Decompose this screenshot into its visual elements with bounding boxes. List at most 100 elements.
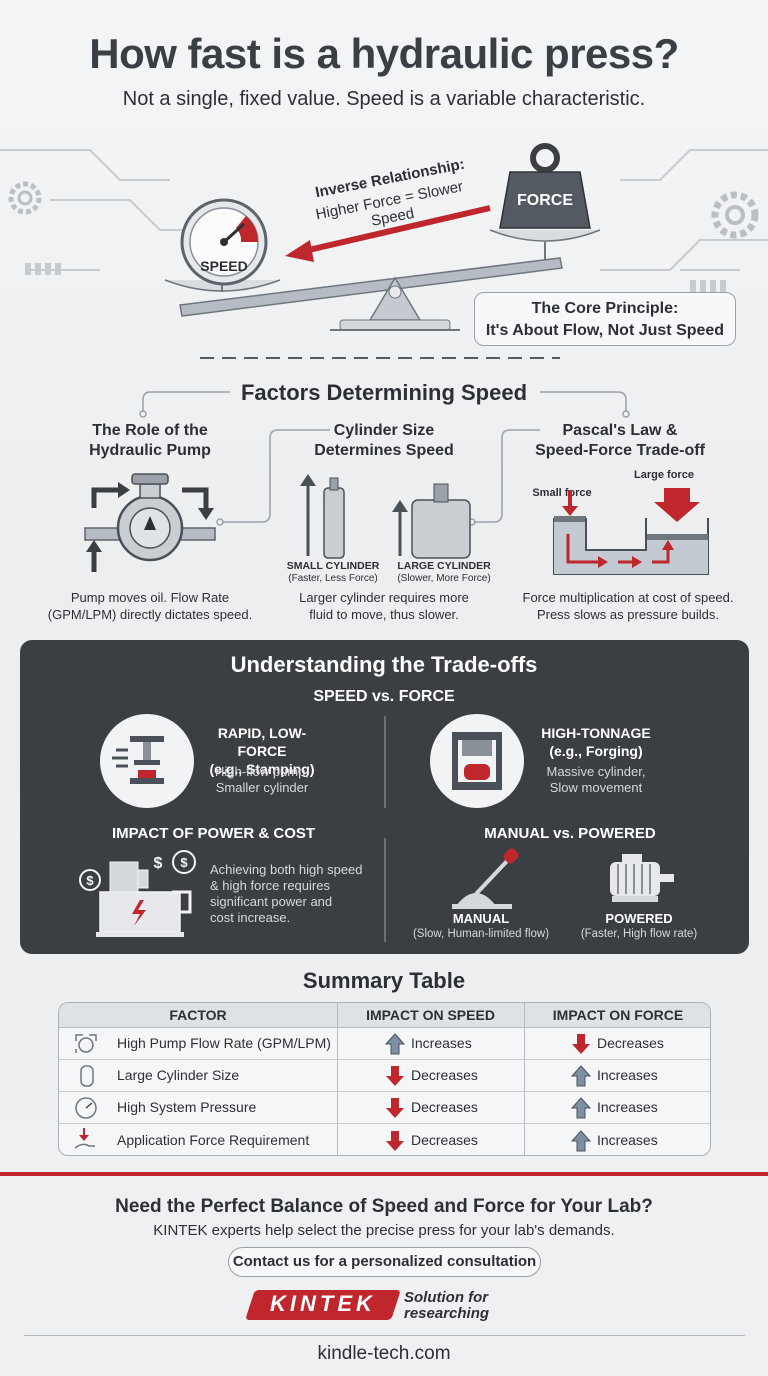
contact-button[interactable]: Contact us for a personalized consultati…	[228, 1247, 541, 1277]
table-cell-speed: Decreases	[411, 1067, 478, 1083]
electric-motor-icon	[610, 854, 674, 902]
table-header-row	[59, 1003, 710, 1027]
tonnage-title: HIGH-TONNAGE (e.g., Forging)	[536, 724, 656, 760]
manual-lever-icon	[452, 848, 519, 909]
rapid-title: RAPID, LOW-FORCE (e.g., Stamping)	[200, 724, 324, 778]
core-principle-callout: The Core Principle: It's About Flow, Not…	[474, 292, 736, 346]
row-divider	[59, 1091, 710, 1092]
cylinder-title-line2: Determines Speed	[314, 442, 454, 459]
pascal-title: Pascal's Law & Speed-Force Trade-off	[520, 421, 720, 461]
power-desc-line2: & high force requires	[210, 878, 330, 893]
tradeoffs-heading: Understanding the Trade-offs	[230, 652, 538, 677]
website-link[interactable]: kindle-tech.com	[317, 1343, 451, 1364]
manual-powered-heading: MANUAL vs. POWERED	[484, 825, 656, 842]
arrow-up-icon	[571, 1065, 591, 1087]
cylinder-desc-line1: Larger cylinder requires more	[299, 590, 469, 605]
inverse-arrow-icon	[285, 205, 491, 262]
row-divider	[59, 1059, 710, 1060]
gear-icon	[8, 181, 42, 215]
summary-table: FACTOR IMPACT ON SPEED IMPACT ON FORCE H…	[58, 1002, 711, 1156]
footer-divider	[24, 1335, 745, 1336]
row-divider	[59, 1123, 710, 1124]
column-header-factor: FACTOR	[169, 1007, 227, 1023]
table-cell-factor: High System Pressure	[117, 1099, 257, 1115]
large-cylinder-icon	[392, 483, 471, 559]
arrow-down-icon	[386, 1131, 404, 1151]
stamping-press-icon	[100, 714, 194, 808]
table-cell-speed: Increases	[411, 1035, 472, 1051]
power-cost-desc: Achieving both high speed & high force r…	[210, 862, 380, 926]
cta-heading: Need the Perfect Balance of Speed and Fo…	[115, 1196, 653, 1217]
factors-heading: Factors Determining Speed	[240, 380, 528, 405]
page-title: How fast is a hydraulic press?	[89, 30, 679, 77]
table-cell-force: Increases	[597, 1099, 658, 1115]
row-divider	[59, 1027, 710, 1028]
pump-desc: Pump moves oil. Flow Rate (GPM/LPM) dire…	[40, 589, 260, 623]
cylinder-size-illustration	[300, 474, 471, 559]
small-cylinder-sub: (Faster, Less Force)	[288, 573, 378, 584]
table-cell-force: Increases	[597, 1132, 658, 1148]
svg-text:$: $	[180, 855, 188, 870]
forging-press-icon	[430, 714, 524, 808]
tonnage-desc: Massive cylinder, Slow movement	[536, 764, 656, 796]
small-force-label: Small force	[532, 487, 592, 499]
accent-divider	[0, 1172, 768, 1176]
powered-sub: (Faster, High flow rate)	[580, 928, 698, 940]
force-label: FORCE	[517, 192, 573, 209]
tagline-line1: Solution for	[404, 1289, 489, 1306]
table-cell-force: Increases	[597, 1067, 658, 1083]
speed-gauge-icon	[164, 198, 281, 292]
arrow-up-icon	[385, 1033, 405, 1055]
power-desc-line4: cost increase.	[210, 910, 291, 925]
large-force-label: Large force	[634, 469, 694, 481]
rapid-title-line2: (e.g., Stamping)	[209, 761, 315, 777]
tonnage-title-line1: HIGH-TONNAGE	[541, 725, 651, 741]
speed-label: SPEED	[200, 258, 248, 274]
force-weight-icon	[489, 143, 601, 260]
power-unit-icon: $ $ $	[79, 850, 196, 937]
table-cell-factor: High Pump Flow Rate (GPM/LPM)	[117, 1035, 331, 1051]
power-desc-line1: Achieving both high speed	[210, 862, 363, 877]
large-cylinder-sub: (Slower, More Force)	[397, 573, 491, 584]
pump-title-line2: Hydraulic Pump	[89, 442, 211, 459]
arrow-down-icon	[386, 1098, 404, 1118]
pascal-title-line1: Pascal's Law &	[562, 422, 678, 439]
hydraulic-pump-icon	[84, 473, 216, 572]
manual-sub: (Slow, Human-limited flow)	[412, 928, 550, 940]
hero-illustration	[0, 143, 768, 359]
circuit-decoration-right	[600, 149, 768, 271]
tonnage-title-line2: (e.g., Forging)	[549, 743, 643, 759]
pump-desc-line2: (GPM/LPM) directly dictates speed.	[47, 607, 253, 622]
factors-connectors	[139, 391, 630, 526]
pascal-desc-line1: Force multiplication at cost of speed.	[522, 590, 734, 605]
table-cell-speed: Decreases	[411, 1132, 478, 1148]
core-principle-line1: The Core Principle:	[531, 300, 679, 317]
arrow-down-icon	[386, 1066, 404, 1086]
kintek-logo-text: KINTEK	[270, 1291, 376, 1316]
pressure-gauge-icon	[75, 1097, 97, 1119]
column-header-speed: IMPACT ON SPEED	[366, 1007, 495, 1023]
tonnage-desc-line2: Slow movement	[549, 780, 643, 795]
small-cylinder-label: SMALL CYLINDER	[286, 560, 380, 572]
tagline-line2: researching	[404, 1305, 490, 1322]
pascal-title-line2: Speed-Force Trade-off	[535, 442, 705, 459]
pump-title: The Role of the Hydraulic Pump	[60, 421, 240, 461]
powered-label: POWERED	[605, 911, 673, 926]
divider	[384, 716, 386, 808]
gear-icon	[711, 191, 759, 239]
cylinder-title: Cylinder Size Determines Speed	[294, 421, 474, 461]
rapid-desc-line1: High-flow pump,	[215, 764, 309, 779]
arrow-up-icon	[571, 1130, 591, 1152]
table-cell-factor: Large Cylinder Size	[117, 1067, 240, 1083]
table-cell-factor: Application Force Requirement	[117, 1132, 310, 1148]
pascal-law-icon	[553, 488, 709, 575]
brand-tagline: Solution for researching	[404, 1290, 534, 1322]
rapid-desc-line2: Smaller cylinder	[215, 780, 309, 795]
pascal-desc: Force multiplication at cost of speed. P…	[508, 589, 748, 623]
large-cylinder-label: LARGE CYLINDER	[397, 560, 491, 572]
cylinder-desc-line2: fluid to move, thus slower.	[309, 607, 459, 622]
bars-decoration-right	[690, 280, 726, 292]
manual-label: MANUAL	[452, 911, 510, 926]
page-subtitle: Not a single, fixed value. Speed is a va…	[122, 88, 646, 110]
power-cost-heading: IMPACT OF POWER & COST	[112, 825, 316, 842]
